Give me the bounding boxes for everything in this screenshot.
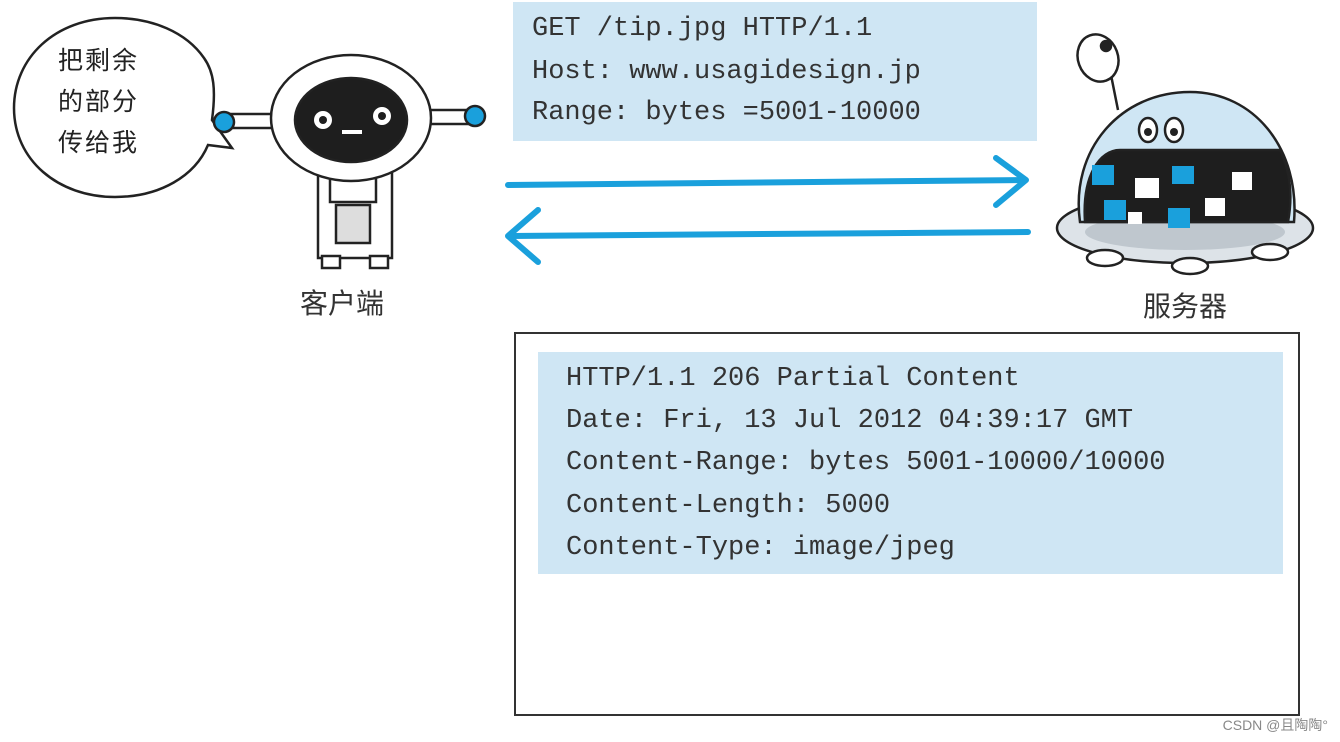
- request-header-box: GET /tip.jpg HTTP/1.1 Host: www.usagides…: [513, 2, 1037, 141]
- request-range-line: Range: bytes =5001-10000: [532, 98, 921, 128]
- response-content-range-line: Content-Range: bytes 5001-10000/10000: [566, 448, 1166, 478]
- response-content-length-line: Content-Length: 5000: [566, 491, 891, 521]
- client-robot-icon: [212, 53, 487, 270]
- request-host-line: Host: www.usagidesign.jp: [532, 57, 921, 87]
- request-line: GET /tip.jpg HTTP/1.1: [532, 14, 873, 44]
- response-date-line: Date: Fri, 13 Jul 2012 04:39:17 GMT: [566, 406, 1134, 436]
- request-arrow: [505, 155, 1029, 208]
- response-arrow: [505, 207, 1031, 265]
- watermark: CSDN @且陶陶°: [1222, 717, 1328, 733]
- response-header-box: HTTP/1.1 206 Partial Content Date: Fri, …: [538, 352, 1283, 574]
- client-label: 客户端: [300, 287, 385, 320]
- speech-bubble-text: 把剩余 的部分 传给我: [58, 46, 140, 157]
- server-label: 服务器: [1143, 290, 1228, 323]
- response-content-type-line: Content-Type: image/jpeg: [566, 533, 955, 563]
- response-status-line: HTTP/1.1 206 Partial Content: [566, 364, 1020, 394]
- speech-bubble: [12, 16, 235, 199]
- server-robot-icon: [1055, 33, 1315, 276]
